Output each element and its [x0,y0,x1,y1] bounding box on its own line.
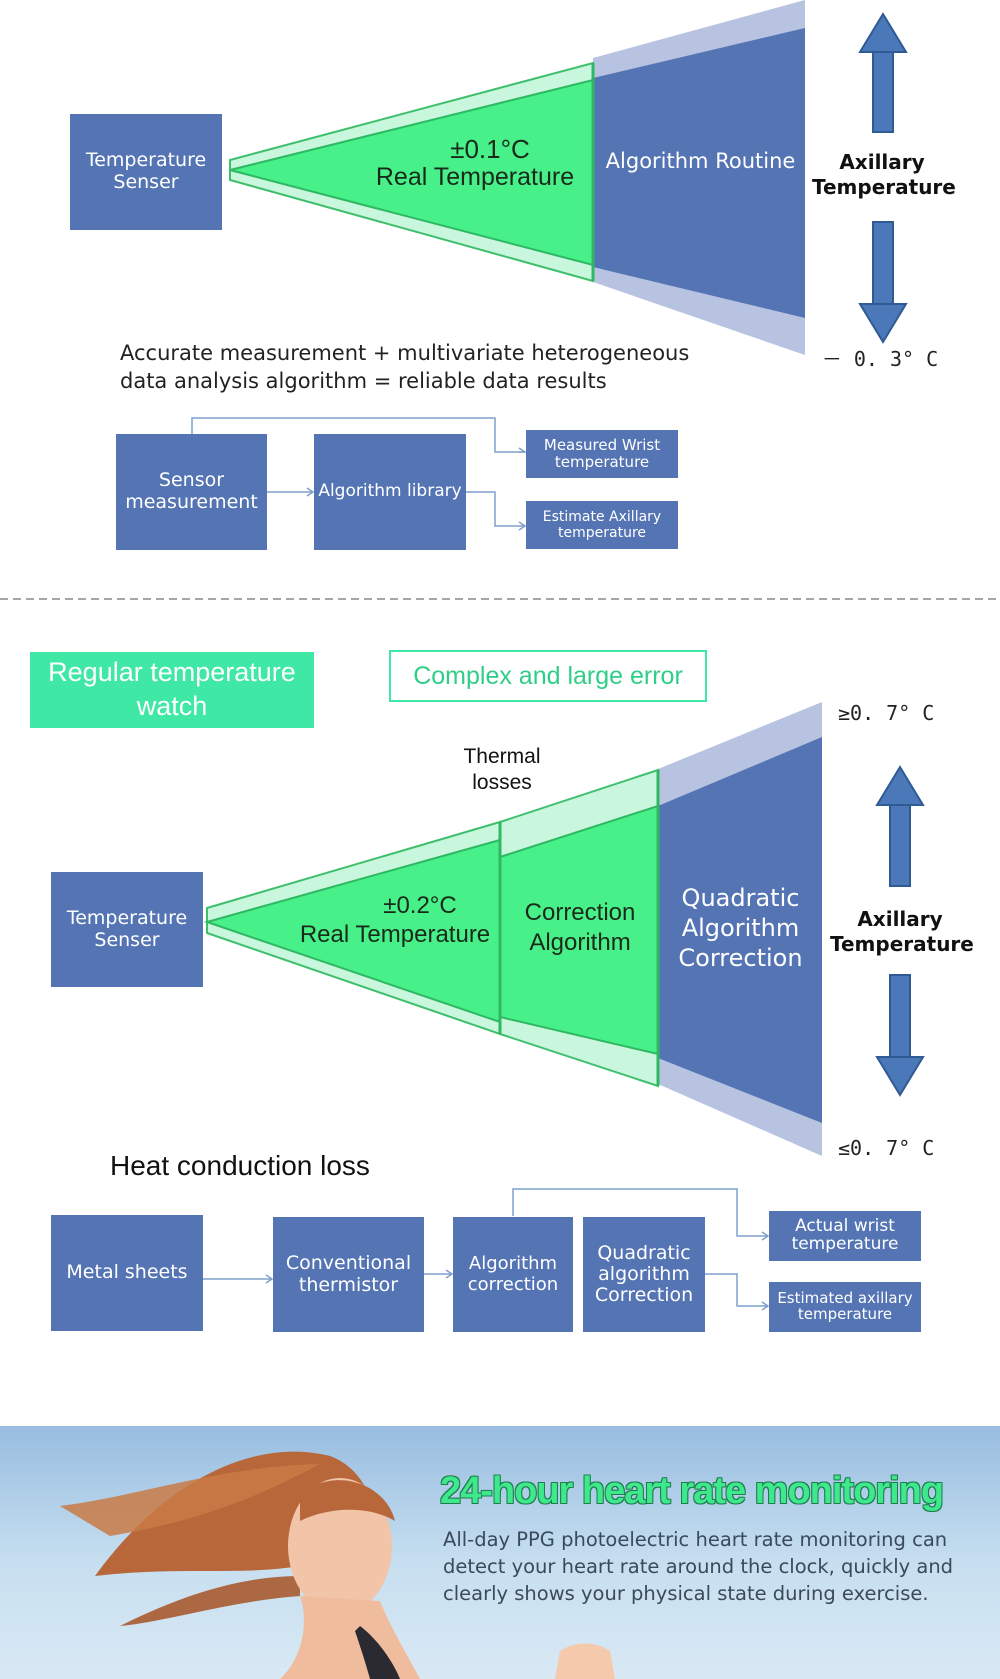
conventional-thermistor-box: Conventional thermistor [273,1217,424,1332]
measured-wrist-box: Measured Wrist temperature [526,430,678,478]
quadratic-correction-region [658,737,822,1123]
arrow-down-icon-2 [875,974,925,1097]
top-algorithm-routine-label: Algorithm Routine [605,149,796,173]
bottom-axillary-label: Axillary Temperature [830,907,974,956]
estimate-axillary-box: Estimate Axillary temperature [526,501,678,549]
arrow-down-icon [858,221,908,344]
top-description-line2: data analysis algorithm = reliable data … [120,369,607,393]
algorithm-library-box: Algorithm library [314,434,466,550]
metal-sheets-box: Metal sheets [51,1215,203,1331]
thermal-losses-label: Thermal losses [463,745,541,795]
banner-body: All-day PPG photoelectric heart rate mon… [443,1528,954,1605]
arrow-up-icon [858,12,908,133]
bottom-temperature-sensor-box: Temperature Senser [51,872,203,987]
heat-loss-title: Heat conduction loss [110,1150,370,1181]
top-offset-label: － 0. 3° C [821,347,939,371]
bottom-flow-connectors [203,1188,770,1311]
top-temperature-sensor-box: Temperature Senser [70,114,222,230]
algorithm-correction-box: Algorithm correction [453,1217,573,1332]
top-description-line1: Accurate measurement + multivariate hete… [120,341,690,365]
lower-limit-label: ≤0. 7° C [838,1136,935,1160]
top-real-temp-label: Real Temperature [375,163,575,191]
quadratic-correction-box: Quadratic algorithm Correction [583,1217,705,1332]
regular-watch-badge: Regular temperature watch [30,652,314,728]
algorithm-routine-region [593,28,805,318]
heart-rate-banner: 24-hour heart rate monitoring All-day PP… [0,1426,1000,1679]
arrow-up-icon-2 [875,765,925,887]
banner-title: 24-hour heart rate monitoring [440,1470,944,1512]
sensor-measurement-box: Sensor measurement [116,434,267,550]
bottom-real-temp-label: Real Temperature [299,921,491,948]
top-real-temp-value: ±0.1°C [450,134,530,164]
top-flow-connectors [191,417,528,531]
complex-error-badge: Complex and large error [389,650,707,702]
runner-photo [60,1451,615,1679]
top-axillary-label: Axillary Temperature [812,150,956,199]
estimated-axillary-box: Estimated axillary temperature [769,1282,921,1332]
bottom-real-temp-value: ±0.2°C [383,892,457,919]
bottom-diagram-shapes [203,702,925,1311]
upper-limit-label: ≥0. 7° C [838,701,935,725]
top-diagram-shapes [0,0,1000,600]
quadratic-correction-label: Quadratic Algorithm Correction [678,884,803,972]
correction-algorithm-label: Correction Algorithm [524,899,636,956]
actual-wrist-box: Actual wrist temperature [769,1211,921,1261]
